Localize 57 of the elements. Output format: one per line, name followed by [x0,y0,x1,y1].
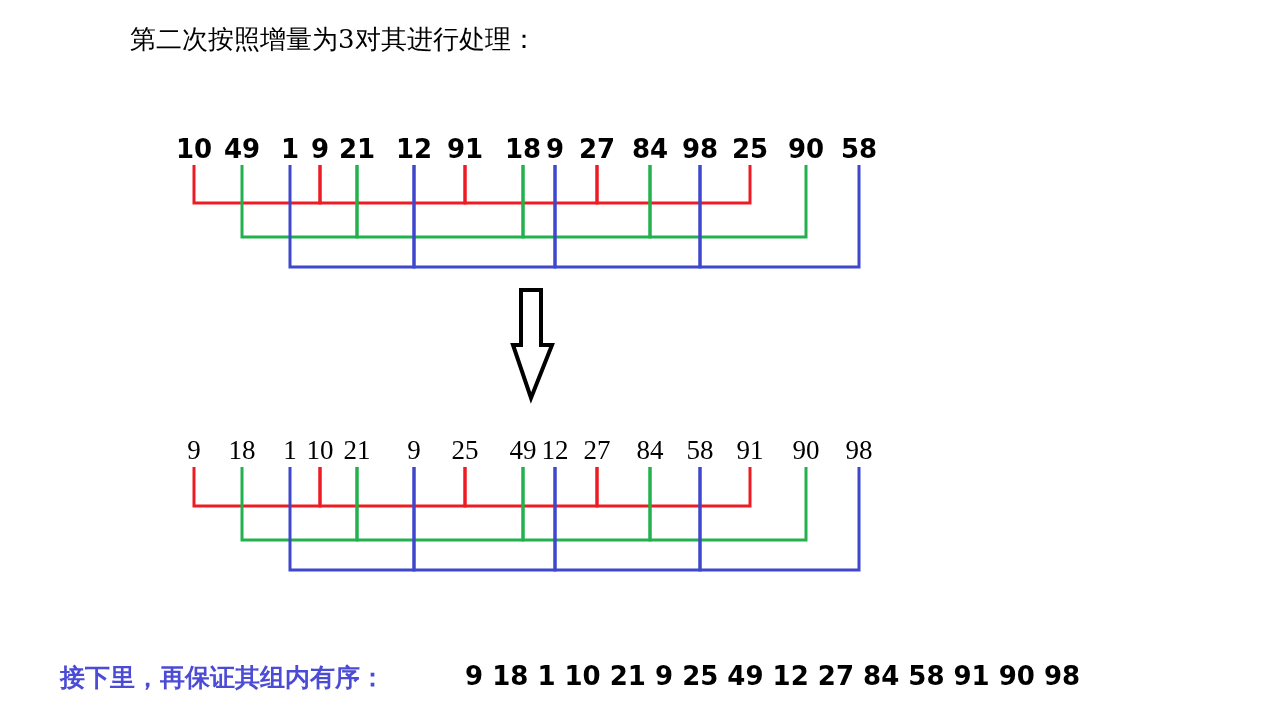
number-label: 98 [681,128,719,162]
number-label: 25 [451,434,479,464]
number-label: 27 [583,434,611,464]
bracket-line [355,165,525,239]
number-label: 10 [306,434,334,464]
number-label: 90 [787,128,825,162]
number-label: 10 [175,128,213,162]
sequence-text: 9 18 1 10 21 9 25 49 12 27 84 58 91 90 98 [465,661,1081,691]
title: 第二次按照增量为3对其进行处理： [130,23,537,56]
number-label: 27 [578,128,616,162]
bracket-line [648,467,808,542]
bracket-line [240,165,359,239]
number-label: 84 [631,128,669,162]
number-label: 49 [223,128,261,162]
bracket-line [192,467,322,508]
bracket-line [595,165,752,205]
number-label: 12 [541,434,569,464]
number-label: 18 [504,128,542,162]
number-label: 18 [228,434,256,464]
bracket-line [698,165,861,269]
bracket-line [553,165,702,269]
number-label: 9 [310,128,330,162]
number-label: 9 [545,128,565,162]
number-label: 91 [736,434,764,464]
note-text: 接下里，再保证其组内有序： [60,662,385,694]
number-label: 21 [343,434,371,464]
number-label: 58 [840,128,878,162]
bracket-line [521,467,652,542]
bracket-line [240,467,359,542]
bracket-line [648,165,808,239]
number-label: 58 [686,434,714,464]
number-label: 12 [395,128,433,162]
number-label: 49 [509,434,537,464]
bracket-line [553,467,702,572]
bracket-line [318,165,467,205]
bracket-line [412,467,557,572]
bracket-line [355,467,525,542]
bracket-line [192,165,322,205]
number-label: 1 [283,434,297,464]
bracket-line [288,165,416,269]
number-label: 21 [338,128,376,162]
bracket-line [595,467,752,508]
bracket-line [288,467,416,572]
number-label: 1 [280,128,300,162]
number-label: 90 [792,434,820,464]
bracket-line [463,165,599,205]
number-label: 84 [636,434,664,464]
number-label: 25 [731,128,769,162]
bracket-line [698,467,861,572]
bracket-line [412,165,557,269]
bracket-line [318,467,467,508]
number-label: 9 [407,434,421,464]
number-label: 9 [187,434,201,464]
bracket-line [463,467,599,508]
number-label: 91 [446,128,484,162]
number-label: 98 [845,434,873,464]
bracket-line [521,165,652,239]
